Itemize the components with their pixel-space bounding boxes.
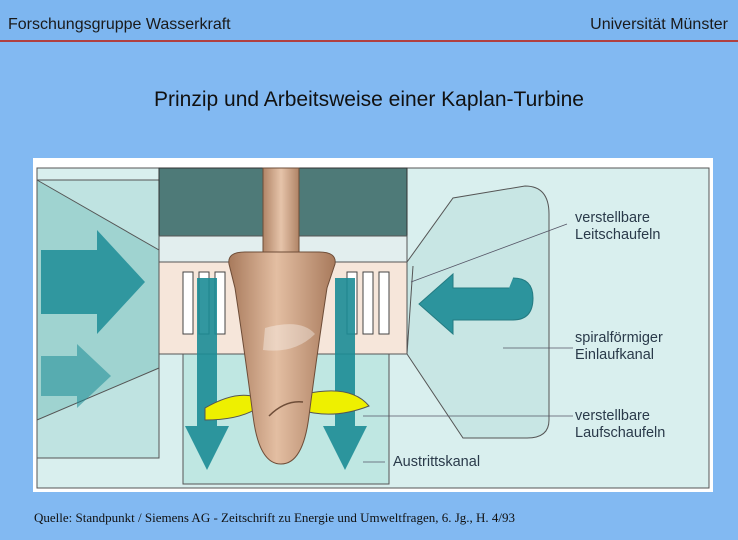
spiral-inlet-arrow bbox=[418, 272, 534, 336]
label-laufschaufeln: verstellbare Laufschaufeln bbox=[575, 408, 666, 441]
leader-line-leitschaufeln bbox=[410, 223, 568, 283]
header-divider bbox=[0, 40, 738, 42]
intake-flow-arrow bbox=[41, 230, 145, 334]
kaplan-turbine-diagram: verstellbare Leitschaufeln spiralförmige… bbox=[33, 158, 713, 492]
header-group-name: Forschungsgruppe Wasserkraft bbox=[8, 16, 231, 33]
label-einlaufkanal: spiralförmiger Einlaufkanal bbox=[575, 330, 663, 363]
turbine-hub bbox=[228, 251, 336, 465]
guide-vane bbox=[362, 271, 374, 335]
page-title: Prinzip und Arbeitsweise einer Kaplan-Tu… bbox=[154, 88, 584, 111]
downflow-arrow-right bbox=[323, 278, 367, 470]
turbine-illustration bbox=[36, 167, 710, 489]
downflow-arrow-left bbox=[185, 278, 229, 470]
guide-vane bbox=[182, 271, 194, 335]
hub-shading bbox=[263, 324, 315, 351]
guide-vane bbox=[378, 271, 390, 335]
spiral-inner bbox=[406, 265, 414, 355]
source-citation: Quelle: Standpunkt / Siemens AG - Zeitsc… bbox=[34, 510, 516, 525]
runner-blade-right bbox=[300, 390, 370, 415]
hub-blade-link bbox=[268, 401, 304, 417]
header-bar: Forschungsgruppe Wasserkraft Universität… bbox=[0, 0, 738, 40]
intake-flow-arrow-lower bbox=[41, 344, 111, 408]
label-leitschaufeln: verstellbare Leitschaufeln bbox=[575, 210, 661, 243]
turbine-shaft bbox=[262, 167, 300, 261]
label-austrittskanal: Austrittskanal bbox=[393, 454, 481, 470]
header-university: Universität Münster bbox=[590, 16, 728, 33]
